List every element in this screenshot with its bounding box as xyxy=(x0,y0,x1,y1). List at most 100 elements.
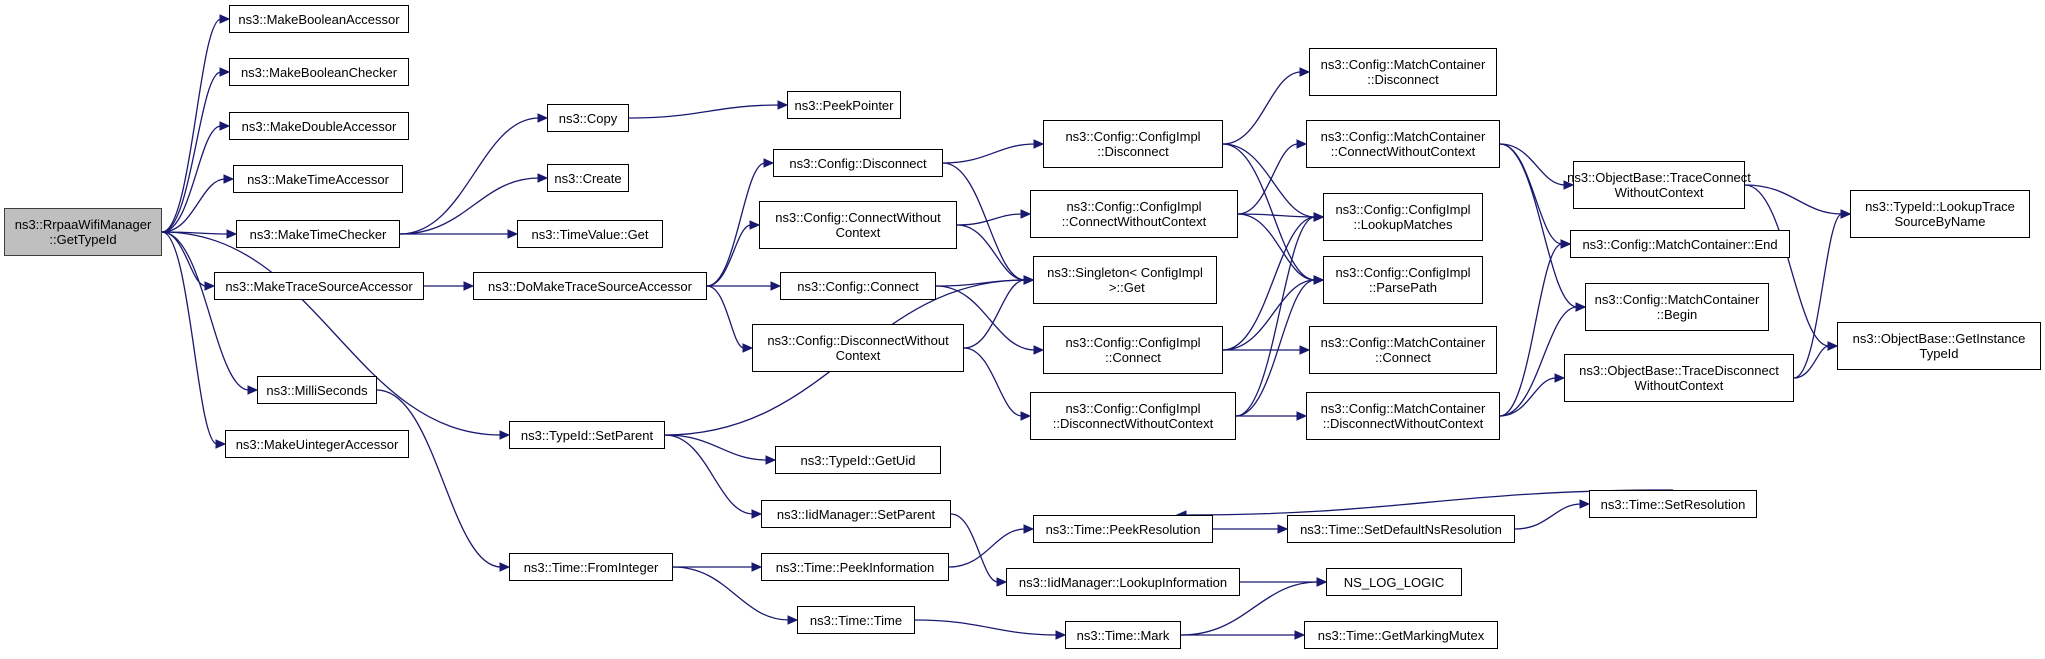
graph-node[interactable]: ns3::Time::SetDefaultNsResolution xyxy=(1287,515,1515,543)
graph-node[interactable]: ns3::ObjectBase::GetInstance TypeId xyxy=(1837,322,2041,370)
graph-node[interactable]: ns3::MilliSeconds xyxy=(257,376,377,404)
graph-node[interactable]: ns3::TypeId::GetUid xyxy=(775,446,941,474)
graph-node[interactable]: ns3::ObjectBase::TraceConnect WithoutCon… xyxy=(1567,161,1751,209)
edge-tfi-to-ttime xyxy=(672,566,790,621)
graph-node[interactable]: ns3::Config::MatchContainer ::Begin xyxy=(1585,283,1769,331)
arrowhead-root-to-tsp xyxy=(499,430,511,440)
arrowhead-tsp-to-sget xyxy=(1023,275,1035,285)
graph-node[interactable]: ns3::Config::MatchContainer ::Connect xyxy=(1309,326,1497,374)
arrowhead-root-to-mba xyxy=(219,14,231,24)
arrowhead-root-to-mda xyxy=(219,121,231,131)
graph-node[interactable]: ns3::TimeValue::Get xyxy=(517,220,663,248)
arrowhead-cconn-to-ciconn xyxy=(1033,345,1045,355)
graph-node[interactable]: ns3::MakeTimeAccessor xyxy=(233,165,403,193)
graph-node[interactable]: ns3::Config::ConfigImpl ::Disconnect xyxy=(1043,120,1223,168)
graph-node[interactable]: ns3::MakeTraceSourceAccessor xyxy=(214,272,424,300)
edge-tsp-to-iidsp xyxy=(664,434,754,515)
graph-node[interactable]: ns3::Time::Time xyxy=(797,606,915,634)
graph-node[interactable]: ns3::IidManager::LookupInformation xyxy=(1006,568,1240,596)
graph-node[interactable]: ns3::MakeUintegerAccessor xyxy=(225,430,409,458)
graph-node[interactable]: ns3::MakeBooleanAccessor xyxy=(229,5,409,33)
arrowhead-root-to-mtc xyxy=(226,229,238,239)
edge-mcconwo-to-mcbegin xyxy=(1499,143,1578,308)
arrowhead-obtdwo-to-obgit xyxy=(1827,341,1839,351)
arrowhead-tsp-to-iidsp xyxy=(751,509,763,519)
arrowhead-mtc-to-copy xyxy=(537,113,549,123)
graph-node[interactable]: ns3::Time::Mark xyxy=(1065,621,1181,649)
graph-node[interactable]: ns3::MakeDoubleAccessor xyxy=(229,112,409,140)
edge-ciconwo-to-cipp xyxy=(1237,213,1316,281)
graph-node[interactable]: ns3::Config::Disconnect xyxy=(773,149,943,177)
arrowhead-tfi-to-ttime xyxy=(787,615,799,625)
edge-root-to-mda xyxy=(161,125,222,233)
arrowhead-ms-to-tfi xyxy=(499,562,511,572)
arrowhead-cidiscwo-to-cilm xyxy=(1313,212,1325,222)
edge-mcdiscwo-to-mcbegin xyxy=(1499,306,1578,417)
graph-node[interactable]: ns3::Config::MatchContainer::End xyxy=(1570,230,1790,258)
graph-node[interactable]: NS_LOG_LOGIC xyxy=(1326,568,1462,596)
graph-node[interactable]: ns3::DoMakeTraceSourceAccessor xyxy=(473,272,707,300)
edge-cconn-to-ciconn xyxy=(935,285,1036,351)
edge-iidsp-to-iidli xyxy=(950,513,999,583)
graph-node[interactable]: ns3::PeekPointer xyxy=(787,91,901,119)
graph-node[interactable]: ns3::MakeTimeChecker xyxy=(236,220,400,248)
graph-node[interactable]: ns3::TypeId::SetParent xyxy=(509,421,665,449)
edge-copy-to-peekptr xyxy=(628,104,780,119)
edge-tpi-to-tpr xyxy=(948,528,1026,568)
edge-obtcwo-to-tlts xyxy=(1744,184,1843,215)
graph-node[interactable]: ns3::Config::ConfigImpl ::ConnectWithout… xyxy=(1030,190,1238,238)
arrowhead-iidsp-to-iidli xyxy=(996,577,1008,587)
graph-node[interactable]: ns3::Time::FromInteger xyxy=(509,553,673,581)
graph-node[interactable]: ns3::Config::MatchContainer ::Disconnect xyxy=(1309,48,1497,96)
edge-ciconn-to-cipp xyxy=(1222,279,1316,351)
edge-mcdiscwo-to-mcend xyxy=(1499,243,1563,417)
graph-node[interactable]: ns3::Config::ConfigImpl ::DisconnectWith… xyxy=(1030,392,1236,440)
graph-node[interactable]: ns3::TypeId::LookupTrace SourceByName xyxy=(1850,190,2030,238)
edge-root-to-mbc xyxy=(161,71,222,233)
arrowhead-mtc-to-tvget xyxy=(507,229,519,239)
graph-node[interactable]: ns3::Create xyxy=(547,164,629,192)
arrowhead-ttime-to-tmark xyxy=(1055,630,1067,640)
arrowhead-tmark-to-nslog xyxy=(1316,577,1328,587)
edge-mcconwo-to-obtcwo xyxy=(1499,143,1566,186)
edge-ciconn-to-cilm xyxy=(1222,216,1316,351)
graph-node[interactable]: ns3::Time::PeekInformation xyxy=(761,553,949,581)
arrowhead-cdiscwo-to-cidiscwo xyxy=(1020,411,1032,421)
arrowhead-tpi-to-tpr xyxy=(1023,524,1035,534)
graph-node[interactable]: ns3::Config::ConfigImpl ::Connect xyxy=(1043,326,1223,374)
arrowhead-ciconwo-to-mcconwo xyxy=(1296,139,1308,149)
edge-ms-to-tfi xyxy=(376,389,502,568)
graph-node[interactable]: ns3::Config::Connect xyxy=(780,272,936,300)
arrowhead-root-to-ms xyxy=(247,385,259,395)
arrowhead-cidiscwo-to-mcdiscwo xyxy=(1296,411,1308,421)
edge-cconwo-to-sget xyxy=(956,224,1026,281)
graph-node[interactable]: ns3::Config::MatchContainer ::ConnectWit… xyxy=(1306,120,1500,168)
arrowhead-root-to-mbc xyxy=(219,67,231,77)
graph-node[interactable]: ns3::Config::MatchContainer ::Disconnect… xyxy=(1306,392,1500,440)
edge-cdiscwo-to-cidiscwo xyxy=(963,347,1023,417)
arrowhead-mtsa-to-dmtsa xyxy=(463,281,475,291)
graph-node[interactable]: ns3::Config::ConnectWithout Context xyxy=(759,201,957,249)
arrowhead-mcdiscwo-to-obtdwo xyxy=(1554,373,1566,383)
graph-node[interactable]: ns3::IidManager::SetParent xyxy=(761,500,951,528)
graph-node[interactable]: ns3::Time::GetMarkingMutex xyxy=(1304,621,1498,649)
graph-node[interactable]: ns3::Config::DisconnectWithout Context xyxy=(752,324,964,372)
arrowhead-cconwo-to-ciconwo xyxy=(1020,209,1032,219)
edge-tsdnr-to-tsr xyxy=(1514,503,1582,530)
graph-node[interactable]: ns3::Copy xyxy=(547,104,629,132)
graph-node[interactable]: ns3::Time::PeekResolution xyxy=(1033,515,1213,543)
arrowhead-cidiscwo-to-cipp xyxy=(1313,275,1325,285)
graph-node[interactable]: ns3::Singleton< ConfigImpl >::Get xyxy=(1033,256,1217,304)
graph-node[interactable]: ns3::Config::ConfigImpl ::ParsePath xyxy=(1323,256,1483,304)
edge-cidiscwo-to-cipp xyxy=(1235,279,1316,417)
graph-node[interactable]: ns3::ObjectBase::TraceDisconnect Without… xyxy=(1564,354,1794,402)
graph-node[interactable]: ns3::Time::SetResolution xyxy=(1589,490,1757,518)
edge-cconwo-to-ciconwo xyxy=(956,213,1023,226)
edge-root-to-ms xyxy=(161,231,250,391)
graph-node[interactable]: ns3::Config::ConfigImpl ::LookupMatches xyxy=(1323,193,1483,241)
graph-node[interactable]: ns3::MakeBooleanChecker xyxy=(229,58,409,86)
edge-cidiscwo-to-cilm xyxy=(1235,216,1316,417)
edge-cdiscwo-to-sget xyxy=(963,279,1026,349)
arrowhead-tsdnr-to-tsr xyxy=(1579,499,1591,509)
edge-root-to-mta xyxy=(161,178,226,233)
